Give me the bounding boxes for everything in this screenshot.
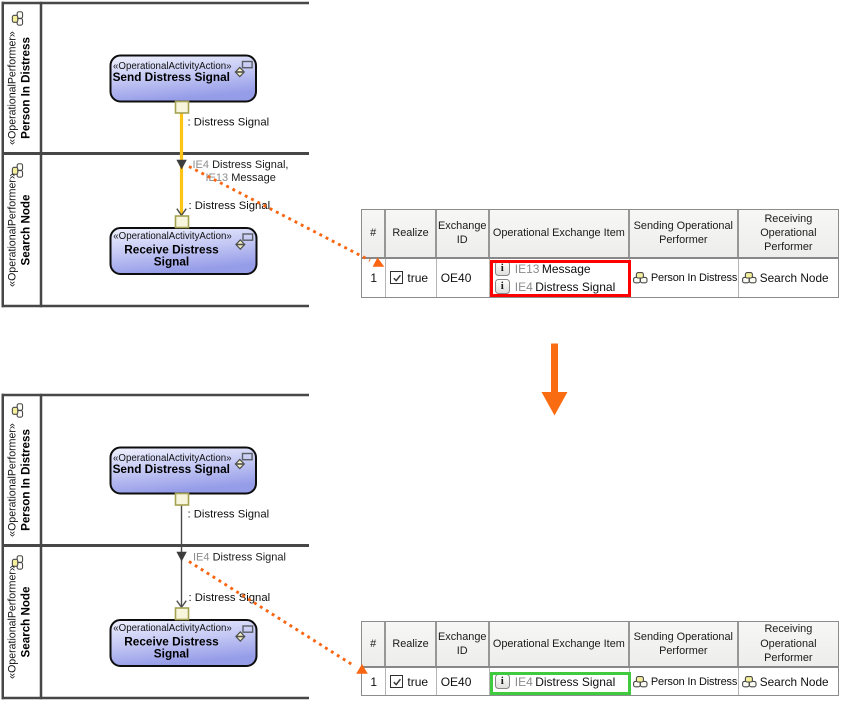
svg-text:IE13 Message: IE13 Message <box>206 172 276 184</box>
svg-text:: Distress Signal: : Distress Signal <box>189 200 271 212</box>
svg-text:Search Node: Search Node <box>20 586 33 657</box>
svg-text:«OperationalPerformer»: «OperationalPerformer» <box>7 565 19 679</box>
svg-text:«OperationalActivityAction»: «OperationalActivityAction» <box>113 61 231 72</box>
svg-text:Signal: Signal <box>154 647 189 661</box>
svg-text:Person In Distress: Person In Distress <box>20 429 33 531</box>
svg-text:Send Distress Signal: Send Distress Signal <box>113 462 230 476</box>
svg-text:: Distress Signal: : Distress Signal <box>188 117 270 129</box>
svg-text:: Distress Signal: : Distress Signal <box>188 509 270 521</box>
svg-text:IE4 Distress Signal,: IE4 Distress Signal, <box>193 159 289 171</box>
svg-text:«OperationalActivityAction»: «OperationalActivityAction» <box>113 231 231 242</box>
svg-text:«OperationalPerformer»: «OperationalPerformer» <box>7 31 19 145</box>
svg-text:Search Node: Search Node <box>20 194 33 265</box>
svg-text:Person In Distress: Person In Distress <box>20 37 33 139</box>
svg-text:«OperationalPerformer»: «OperationalPerformer» <box>7 423 19 537</box>
svg-text:: Distress Signal: : Distress Signal <box>189 592 271 604</box>
svg-text:«OperationalActivityAction»: «OperationalActivityAction» <box>113 623 231 634</box>
svg-text:Signal: Signal <box>154 255 189 269</box>
svg-text:«OperationalActivityAction»: «OperationalActivityAction» <box>113 453 231 464</box>
svg-text:Receive Distress: Receive Distress <box>124 635 219 649</box>
svg-text:Send Distress Signal: Send Distress Signal <box>113 70 230 84</box>
svg-text:«OperationalPerformer»: «OperationalPerformer» <box>7 173 19 287</box>
svg-text:IE4 Distress Signal: IE4 Distress Signal <box>193 551 286 563</box>
svg-text:Receive Distress: Receive Distress <box>124 243 219 257</box>
